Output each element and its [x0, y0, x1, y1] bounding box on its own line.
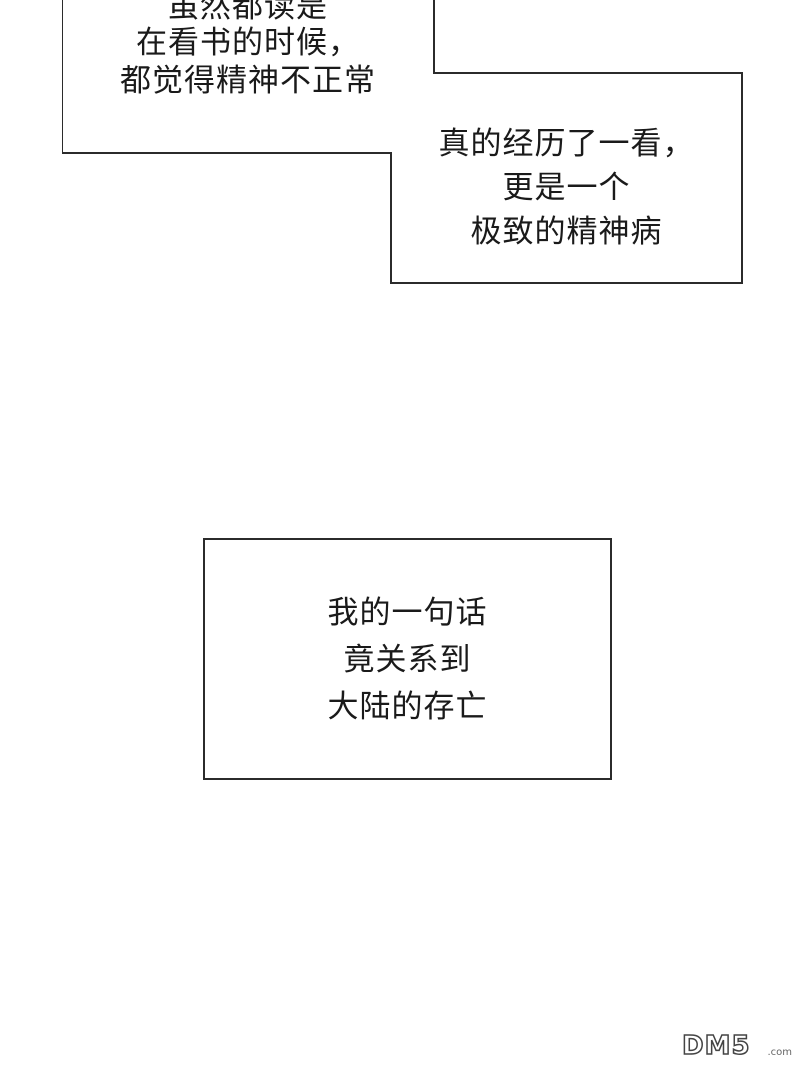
narration-line: 真的经历了一看， [438, 126, 695, 162]
narration-line: 大陆的存亡 [327, 689, 488, 725]
watermark-logo: DM5 .com [681, 1017, 792, 1067]
narration-box-upper-right-fill: 真的经历了一看， 更是一个 极致的精神病 [392, 74, 741, 282]
narration-line: 在看书的时候， [136, 25, 360, 61]
watermark-suffix: .com [767, 1047, 792, 1058]
watermark-brand: DM5 [681, 1030, 751, 1062]
narration-line: 虽然都读是 [168, 0, 328, 25]
narration-line: 我的一句话 [327, 595, 488, 631]
narration-line: 都觉得精神不正常 [120, 63, 376, 99]
narration-line: 更是一个 [502, 170, 631, 206]
narration-line: 极致的精神病 [470, 214, 663, 250]
narration-box-lower: 我的一句话 竟关系到 大陆的存亡 [203, 538, 612, 780]
narration-box-upper-left-fill: 虽然都读是 在看书的时候， 都觉得精神不正常 [63, 0, 433, 152]
narration-line: 竟关系到 [343, 642, 472, 678]
